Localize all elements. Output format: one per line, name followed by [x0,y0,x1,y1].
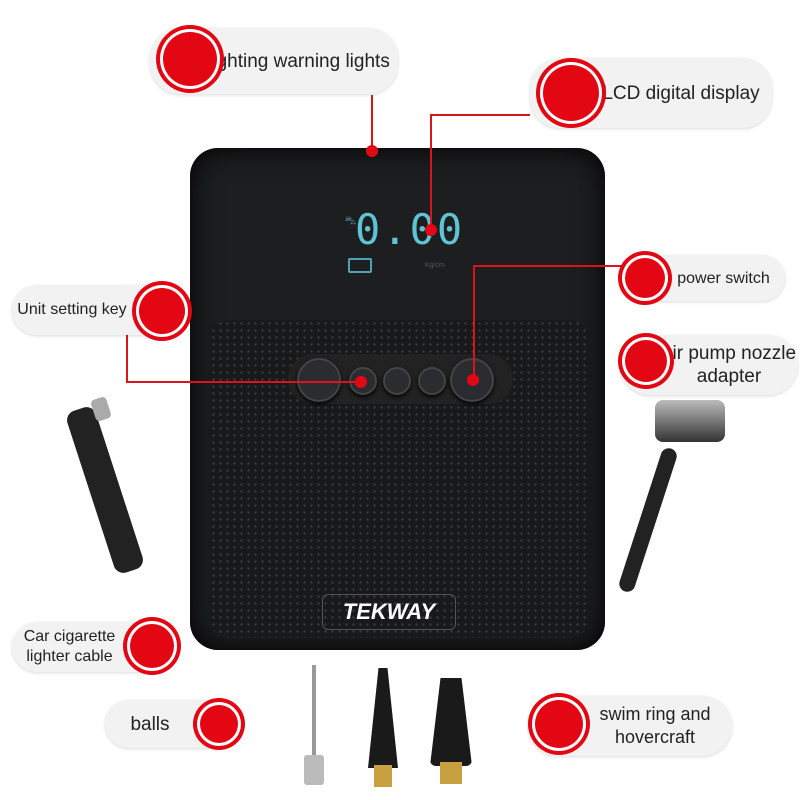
car-icon: ⛍ [345,215,357,227]
battery-icon [348,258,372,273]
mode-button[interactable] [383,367,411,395]
callout-marker [163,32,217,86]
pointer-dot [425,224,437,236]
ball-needle [312,665,316,760]
cone-nozzle-thread [374,765,392,787]
minus-button[interactable] [418,367,446,395]
light-button[interactable] [297,358,341,402]
cone-nozzle [368,668,398,768]
lcd-display: 0.00 [355,205,465,254]
unit-label: Kg/cm [425,262,445,269]
callout-marker [139,288,185,334]
callout-marker [535,700,583,748]
callout-marker [200,705,238,743]
ball-needle-base [304,755,324,785]
callout-marker [625,258,665,298]
pointer-dot [366,145,378,157]
air-hose [617,446,679,594]
callout-marker [543,65,599,121]
cigarette-plug [64,404,146,576]
pointer-dot [467,374,479,386]
callout-marker [625,340,667,382]
unit-setting-button[interactable] [349,367,377,395]
brand-logo: TEKWAY [322,594,456,630]
callout-marker [130,624,174,668]
nozzle-adapter [655,400,725,442]
pointer-dot [355,376,367,388]
swim-nozzle [430,678,472,766]
swim-nozzle-thread [440,762,462,784]
